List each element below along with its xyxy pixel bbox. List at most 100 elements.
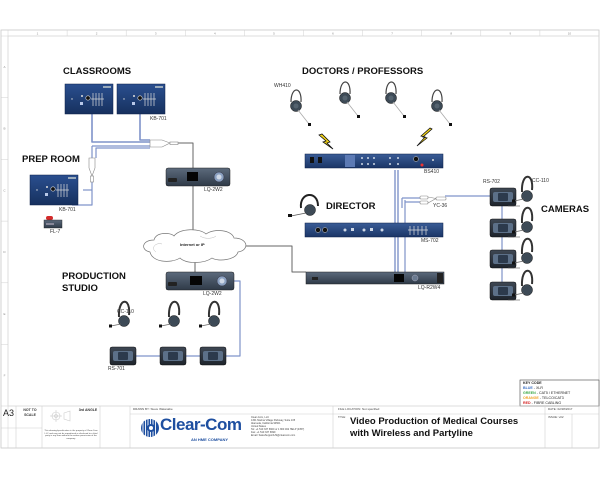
column-label: 4	[214, 32, 216, 36]
mic	[159, 324, 162, 328]
mic-boom	[438, 109, 451, 125]
earcup	[521, 252, 533, 264]
row-label: A	[3, 65, 5, 69]
mic	[512, 199, 515, 203]
cable-xlr-kb701-b	[139, 114, 150, 141]
xlr-splitter-prep	[88, 157, 96, 183]
label-cc110-cameras: CC-110	[532, 178, 549, 184]
label-yc36: YC-36	[433, 203, 448, 209]
row-label: F	[4, 374, 6, 378]
row-label: B	[3, 127, 5, 131]
key-code-color-label: GREEN	[523, 391, 536, 395]
mic-boom	[513, 292, 525, 296]
yc36-splitter	[419, 195, 447, 205]
section-title-prep-room: PREP ROOM	[22, 154, 80, 165]
headband	[385, 81, 397, 95]
label-ms702: MS-702	[421, 238, 439, 244]
studio-unit	[159, 300, 187, 366]
headband	[520, 206, 534, 224]
section-title-doctors: DOCTORS / PROFESSORS	[302, 66, 424, 77]
camera-units	[489, 175, 534, 301]
label-rs702: RS-702	[483, 179, 500, 185]
cables	[72, 114, 503, 357]
bs410-device	[304, 153, 444, 169]
address-line: 1301 Marina Village Parkway, Suite 105	[251, 419, 296, 422]
camera-unit	[489, 237, 534, 269]
studio-units	[109, 300, 227, 366]
mic	[449, 123, 452, 126]
drawing-title-line1: Video Production of Medical Courses	[350, 416, 519, 427]
earcup	[168, 315, 180, 327]
date: DATE: 02/28/2017	[548, 407, 573, 411]
studio-unit	[199, 300, 227, 366]
wh410-headset	[431, 89, 452, 126]
headband	[431, 89, 443, 103]
beltpack-display	[498, 255, 508, 263]
address-line: Tel: +1 510 337 6600 or 1 800 462 HELP (…	[251, 428, 305, 431]
address-line: Alameda, California 94501	[251, 422, 281, 425]
headband	[520, 269, 534, 287]
row-label: C	[3, 188, 6, 192]
label-lq2w2-top: LQ-2W2	[204, 187, 223, 193]
issue: ISSUE: v02	[548, 415, 564, 419]
row-label: D	[3, 250, 6, 254]
label-lqr2w4: LQ-R2W4	[418, 285, 441, 291]
mic-boom	[513, 260, 525, 264]
key-code-description: - XLR	[532, 386, 543, 390]
key-code-item: ORANGE - TELCO/CAT3	[523, 396, 570, 401]
wh410-headset	[339, 81, 360, 118]
lq2w2-top-device	[165, 167, 231, 187]
mic-boom	[160, 323, 172, 327]
ms702-device	[304, 222, 444, 238]
drawing-title: Video Production of Medical Courses with…	[350, 416, 518, 440]
key-code-color-label: ORANGE	[523, 396, 539, 400]
title-label: TITLE:	[338, 416, 346, 419]
key-code-title: KEY CODE	[523, 381, 542, 385]
headband	[520, 175, 534, 193]
mic	[403, 115, 406, 118]
address-line: United States	[251, 425, 267, 428]
company-tagline: AN HME COMPANY	[191, 437, 229, 442]
mic-boom	[110, 323, 122, 327]
kb701-classroom-2	[116, 83, 166, 115]
drawn-by: DRAWN BY: Steve Watanabe	[133, 407, 173, 411]
key-code-item: GREEN - CAT5 / ETHERNET	[523, 391, 570, 396]
key-code-description: - TELCO/CAT3	[538, 396, 564, 400]
wh410-headsets	[290, 81, 452, 126]
kb701-prep	[29, 174, 79, 206]
sheet-size: A3	[3, 408, 15, 418]
section-title-director: DIRECTOR	[326, 201, 376, 212]
column-label: 1	[37, 32, 39, 36]
third-angle-projection-icon	[50, 410, 71, 422]
key-code-item: RED - FIBRE CABLING	[523, 401, 570, 406]
beltpack-display	[498, 193, 508, 201]
section-title-production-studio: PRODUCTION STUDIO	[62, 271, 126, 295]
address-line: Clear-Com, LLC	[251, 416, 270, 419]
headband	[167, 300, 181, 318]
file-location: FILE LOCATION: Not specified	[338, 407, 380, 411]
section-title-production-line2: STUDIO	[62, 283, 98, 294]
wireless-signal-icon-left	[318, 133, 334, 150]
key-code-color-label: BLUE	[523, 386, 533, 390]
camera-unit	[489, 269, 534, 301]
section-title-production-line1: PRODUCTION	[62, 271, 126, 282]
mic	[199, 324, 202, 328]
camera-unit	[489, 175, 534, 207]
key-code-description: - CAT5 / ETHERNET	[535, 391, 571, 395]
beltpack-display	[498, 224, 508, 232]
earcup	[521, 284, 533, 296]
section-title-classrooms: CLASSROOMS	[63, 66, 132, 77]
beltpack-display	[208, 352, 218, 360]
projection-note: 3rd ANGLE	[78, 408, 98, 412]
company-logo-text: Clear-Com	[160, 415, 242, 434]
key-code-description: - FIBRE CABLING	[530, 401, 562, 405]
earcup-center	[388, 95, 394, 101]
section-title-cameras: CAMERAS	[541, 204, 590, 215]
scale-note: NOT TO SCALE	[23, 408, 37, 417]
beltpack-display	[118, 352, 128, 360]
